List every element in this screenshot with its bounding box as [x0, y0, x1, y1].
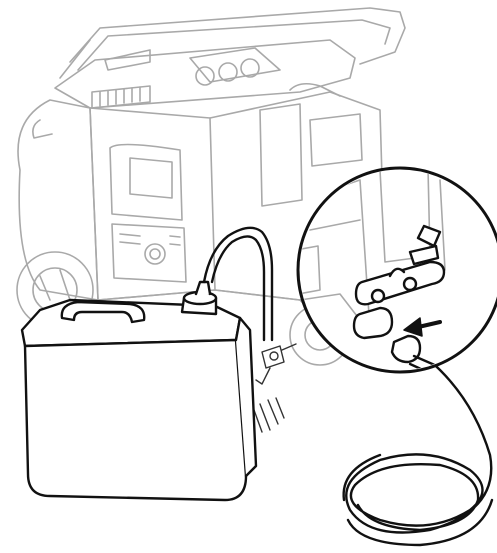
drain-valve-icon — [254, 344, 296, 432]
magnifier-circle-icon — [296, 168, 497, 428]
fuel-canister-icon — [22, 282, 256, 500]
